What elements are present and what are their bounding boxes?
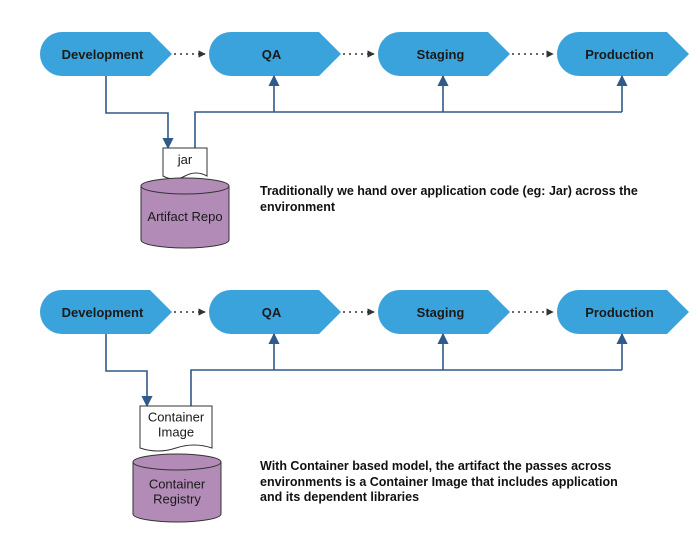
repository-label: Container	[149, 477, 206, 492]
stage-shape	[40, 32, 172, 76]
artifact-label: Container	[148, 410, 205, 425]
note-text-container: With Container based model, the artifact…	[260, 459, 618, 506]
cylinder-body	[140, 186, 230, 249]
development-to-artifact-connector	[105, 76, 174, 150]
stage-shape	[378, 290, 510, 334]
stage-production: Production	[557, 32, 689, 76]
note-line: environment	[260, 199, 336, 214]
note-line: and its dependent libraries	[260, 490, 420, 504]
artifact-distribution-bus	[194, 111, 622, 148]
note-line: Traditionally we hand over application c…	[260, 184, 638, 198]
cylinder-body	[132, 462, 222, 523]
artifact-distribution-bus	[190, 369, 622, 406]
note-text-traditional: Traditionally we hand over application c…	[260, 184, 638, 215]
note-line: environments is a Container Image that i…	[260, 474, 618, 489]
stage-qa: QA	[209, 32, 341, 76]
repository-label: Registry	[153, 492, 201, 507]
stage-label: QA	[262, 47, 282, 62]
artifact-label: jar	[177, 152, 193, 167]
stage-staging: Staging	[378, 290, 510, 334]
stage-shape	[378, 32, 510, 76]
stage-shape	[209, 32, 341, 76]
stage-label: Staging	[417, 305, 465, 320]
cylinder-top	[140, 177, 230, 195]
stage-production: Production	[557, 290, 689, 334]
stage-shape	[40, 290, 172, 334]
stage-label: Staging	[417, 47, 465, 62]
note-line: With Container based model, the artifact…	[260, 459, 612, 473]
stage-qa: QA	[209, 290, 341, 334]
stage-shape	[209, 290, 341, 334]
stage-label: Development	[62, 47, 144, 62]
stage-development: Development	[40, 290, 172, 334]
repository-label: Artifact Repo	[147, 209, 222, 224]
stage-staging: Staging	[378, 32, 510, 76]
document-shape	[139, 405, 213, 452]
artifact-label: Image	[158, 425, 194, 440]
stage-shape	[557, 290, 689, 334]
stage-shape	[557, 32, 689, 76]
cylinder-top	[132, 453, 222, 471]
artifact-document-icon: jar	[162, 147, 208, 180]
stage-label: Development	[62, 305, 144, 320]
stage-label: Production	[585, 305, 654, 320]
stage-label: Production	[585, 47, 654, 62]
artifact-repo-cylinder: Artifact Repo	[140, 177, 230, 249]
stage-development: Development	[40, 32, 172, 76]
stage-label: QA	[262, 305, 282, 320]
development-to-artifact-connector	[105, 334, 153, 408]
